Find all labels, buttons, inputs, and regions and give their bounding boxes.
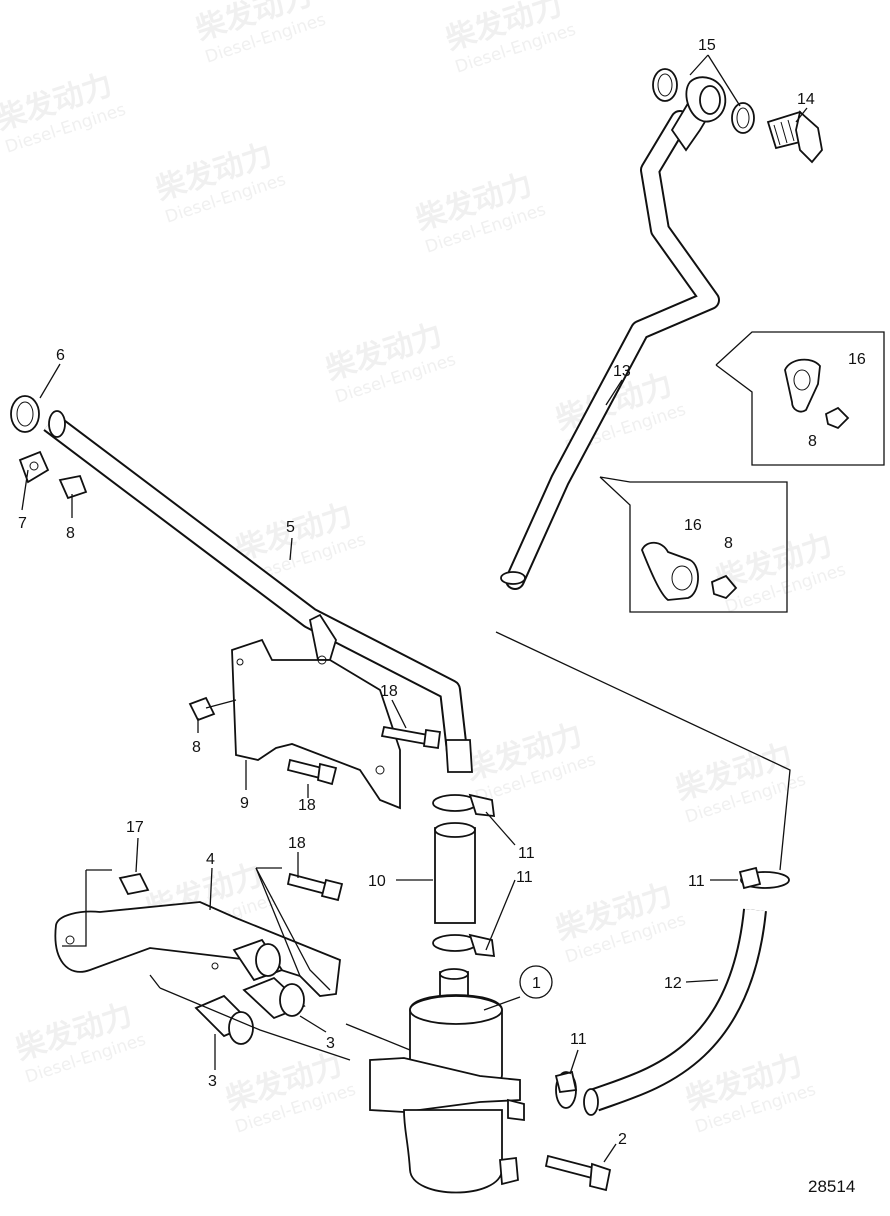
watermark: 柴发动力 Diesel-Engines [442,0,579,78]
callout-11-bottom: 11 [570,1031,587,1048]
spacer-3a [232,938,306,1020]
spacer-3b [194,994,254,1045]
sealing-washer-15b [731,102,755,134]
callout-16-upper: 16 [848,351,866,368]
clamp-11c [738,866,790,890]
watermark: 柴发动力 Diesel-Engines [0,67,129,157]
clamp-11d [554,1070,578,1109]
watermark: 柴发动力 Diesel-Engines [552,877,689,967]
callout-15: 15 [698,37,716,54]
watermark: 柴发动力 Diesel-Engines [12,997,149,1087]
bolt-18-upper [380,725,442,750]
callout-18-lower: 18 [288,835,306,852]
bolt-2 [544,1154,612,1192]
clamp-11a [432,793,496,818]
bolt-18-middle [286,758,338,786]
watermark: 柴发动力 Diesel-Engines [152,137,289,227]
watermark: 柴发动力 Diesel-Engines [672,737,809,827]
callout-8-left: 8 [66,525,75,542]
watermark: 柴发动力 Diesel-Engines [412,167,549,257]
bracket-9 [231,638,401,810]
clamp-11b [432,933,496,958]
seal-6 [10,395,40,433]
bolt-18-lower [286,872,344,902]
hose-10 [434,822,476,924]
detail-box-clip-upper [715,331,885,466]
callout-18-upper: 18 [380,683,398,700]
callout-8-bracket: 8 [192,739,201,756]
hose-12 [583,908,767,1116]
bolt-8-left [58,474,88,500]
banjo-bolt-14 [766,110,823,164]
callout-5: 5 [286,519,295,536]
callout-7: 7 [18,515,27,532]
bolt-8-bracket [188,696,237,722]
callout-4: 4 [206,851,215,868]
watermark: 柴发动力 Diesel-Engines [682,1047,819,1137]
drawing-reference-number: 28514 [808,1177,855,1196]
callout-12: 12 [664,975,682,992]
watermark: 柴发动力 Diesel-Engines [222,1047,359,1137]
callout-13: 13 [613,363,631,380]
callout-10: 10 [368,873,386,890]
callout-2: 2 [618,1131,627,1148]
callout-9: 9 [240,795,249,812]
callout-11-right: 11 [688,873,705,890]
callout-3-left: 3 [208,1073,217,1090]
callout-8-upper: 8 [808,433,817,450]
pipe-5 [43,410,473,773]
hose-13 [500,90,720,590]
separator-1 [369,968,525,1194]
callout-8-lower: 8 [724,535,733,552]
detail-box-clip-lower [599,476,788,613]
bolt-17 [118,872,150,896]
callout-6: 6 [56,347,65,364]
guide-lines [62,631,791,1061]
callout-3-right: 3 [326,1035,335,1052]
leader-lines [21,54,808,1163]
bracket-4 [54,901,341,997]
watermark: 柴发动力 Diesel-Engines [322,317,459,407]
clip-7 [18,450,50,484]
callout-11-upper: 11 [518,845,535,862]
callout-17: 17 [126,819,144,836]
callout-labels: 15 14 13 16 8 16 8 6 7 8 5 18 8 9 18 17 … [18,37,866,1148]
watermark: 柴发动力 Diesel-Engines [462,717,599,807]
callout-14: 14 [797,91,815,108]
banjo-fitting [685,76,727,123]
callout-1: 1 [532,975,541,992]
sealing-washer-15a [652,68,678,102]
callout-1-circle [519,965,553,999]
callout-18-middle: 18 [298,797,316,814]
callout-11-middle: 11 [516,869,533,886]
callout-16-lower: 16 [684,517,702,534]
watermark: 柴发动力 Diesel-Engines [192,0,329,68]
watermark-layer: 柴发动力 Diesel-Engines 柴发动力 Diesel-Engines … [0,0,849,1138]
